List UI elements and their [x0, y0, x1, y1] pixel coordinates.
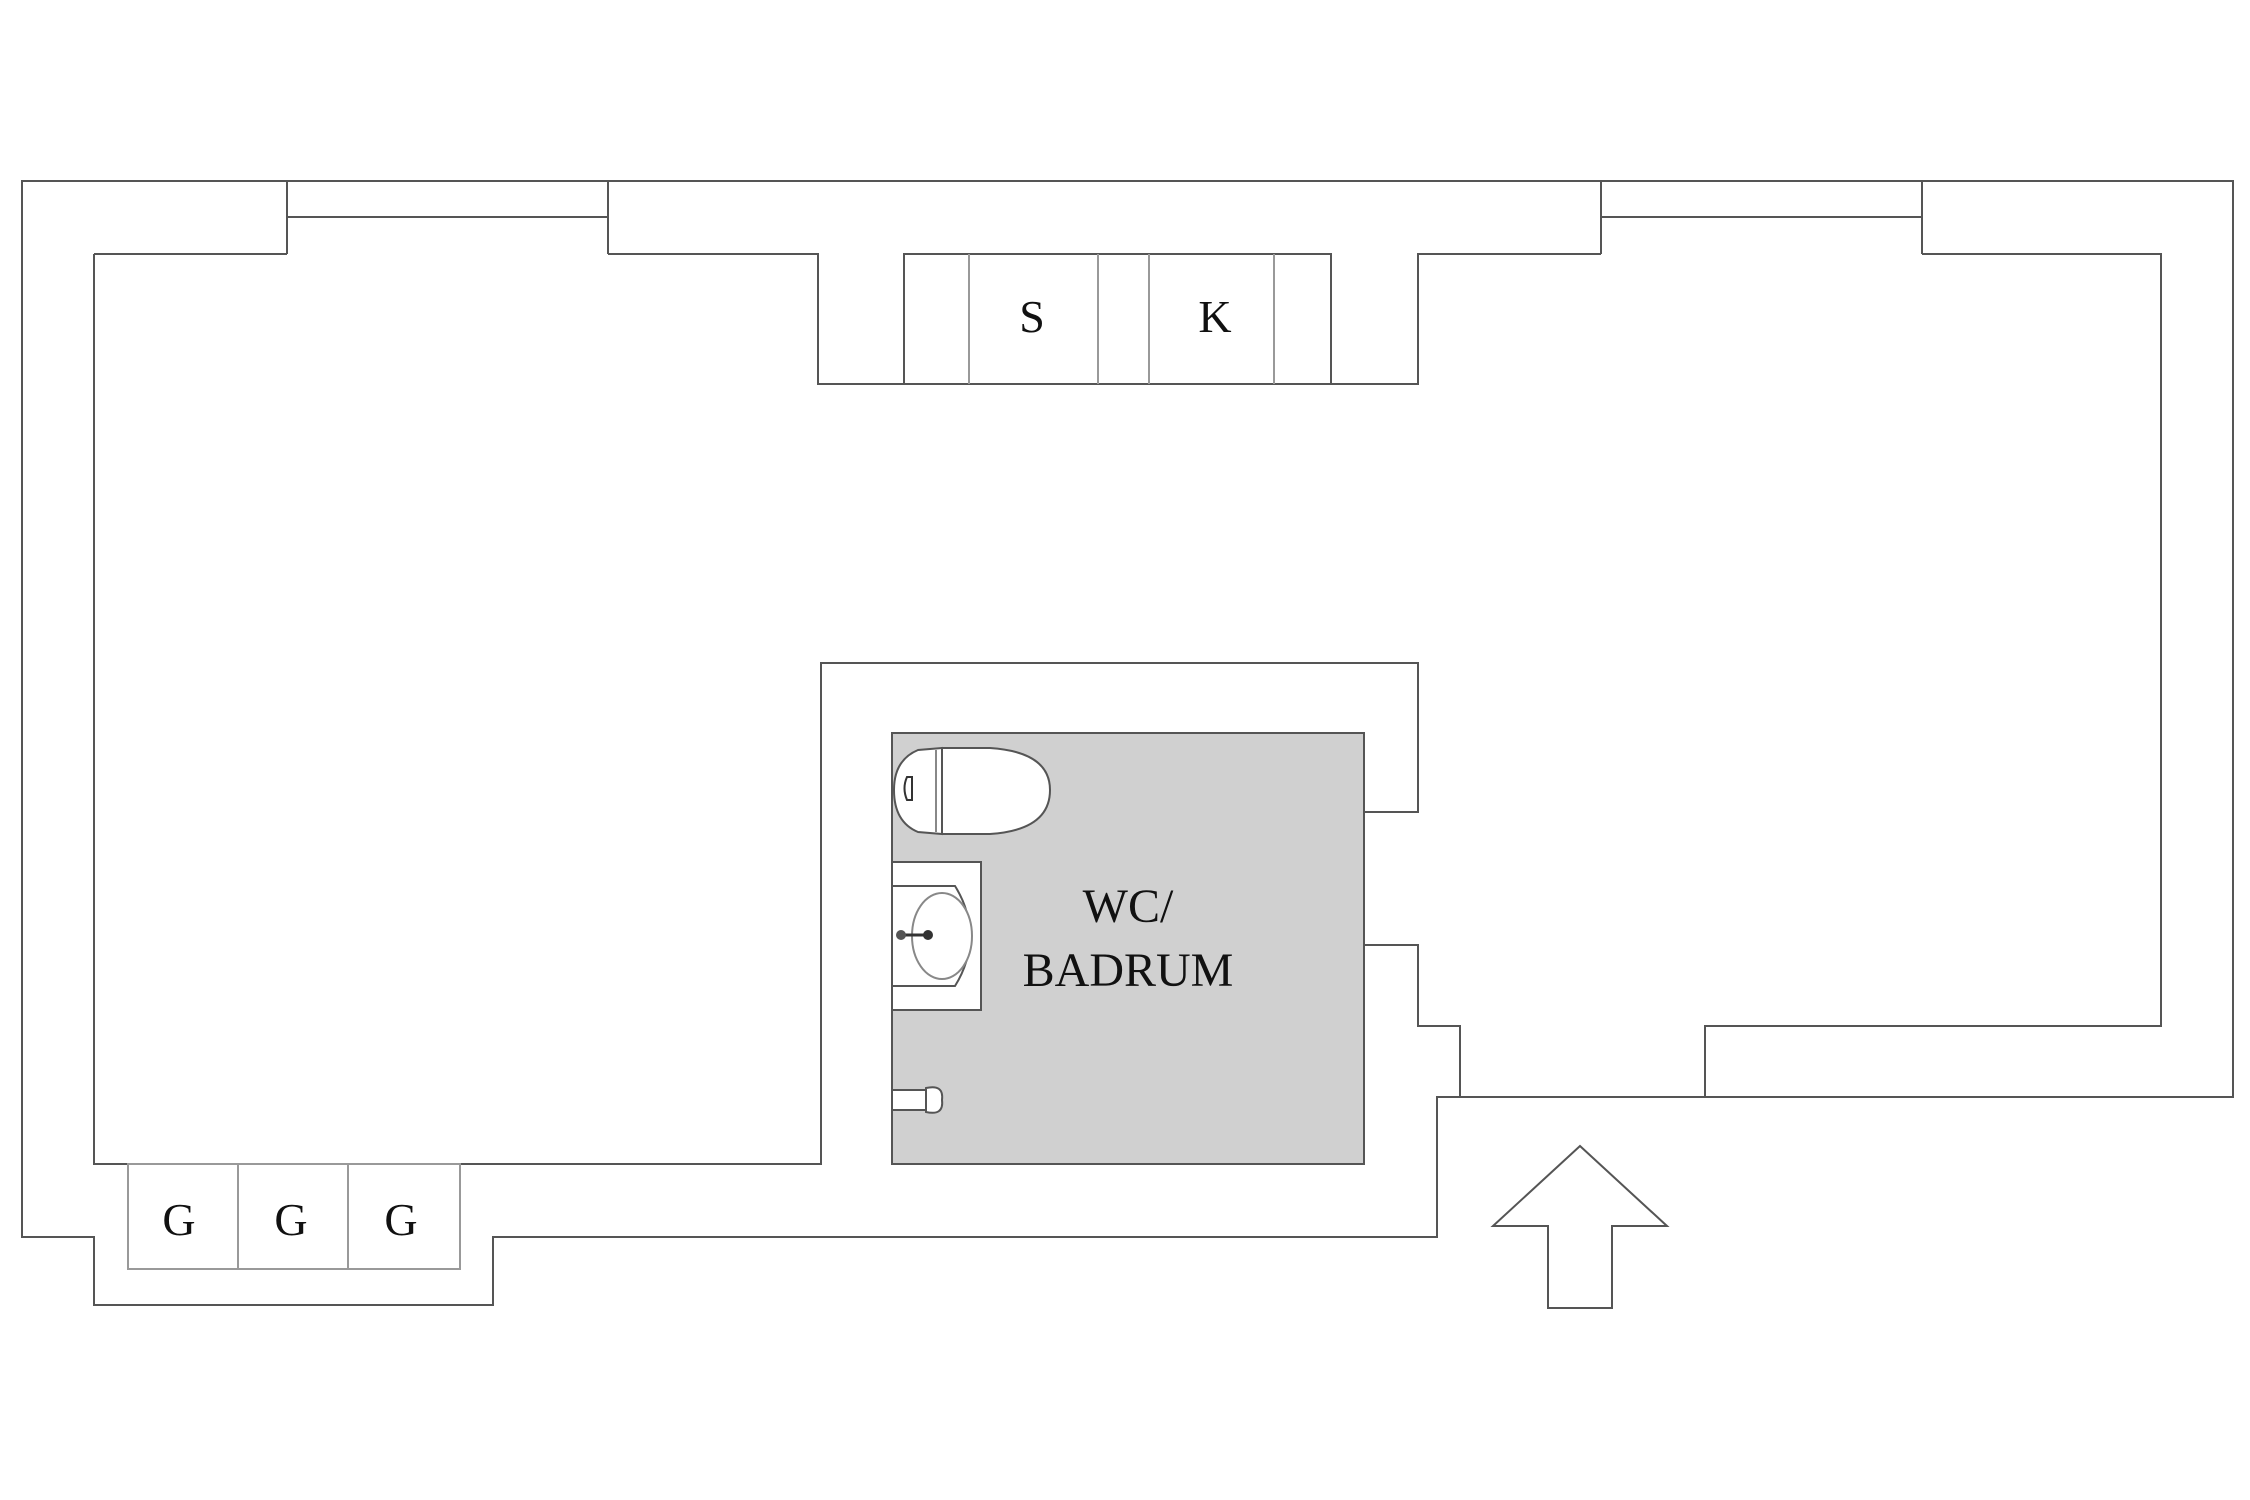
toilet-icon — [892, 746, 1052, 836]
window-left — [286, 181, 609, 254]
wardrobes: G G G — [127, 1163, 461, 1270]
shower-icon — [891, 1086, 944, 1114]
left-room-inner — [93, 254, 1419, 1165]
wardrobe-label-1: G — [162, 1194, 195, 1245]
fridge-label: K — [1198, 291, 1231, 342]
sink-icon — [891, 861, 982, 1011]
bathroom-label-line2: BADRUM — [1023, 944, 1234, 997]
outer-wall — [21, 180, 2234, 1306]
right-room-inner — [1364, 944, 1461, 1097]
stove-label: S — [1019, 291, 1045, 342]
wardrobe-label-2: G — [274, 1194, 307, 1245]
entrance-arrow-icon — [1490, 1144, 1670, 1309]
bathroom-label-line1: WC/ — [1083, 880, 1174, 933]
kitchen-counter: S K — [903, 253, 1332, 385]
wardrobe-label-3: G — [384, 1194, 417, 1245]
bathroom: WC/ BADRUM — [891, 732, 1365, 1165]
window-right — [1600, 181, 1923, 254]
